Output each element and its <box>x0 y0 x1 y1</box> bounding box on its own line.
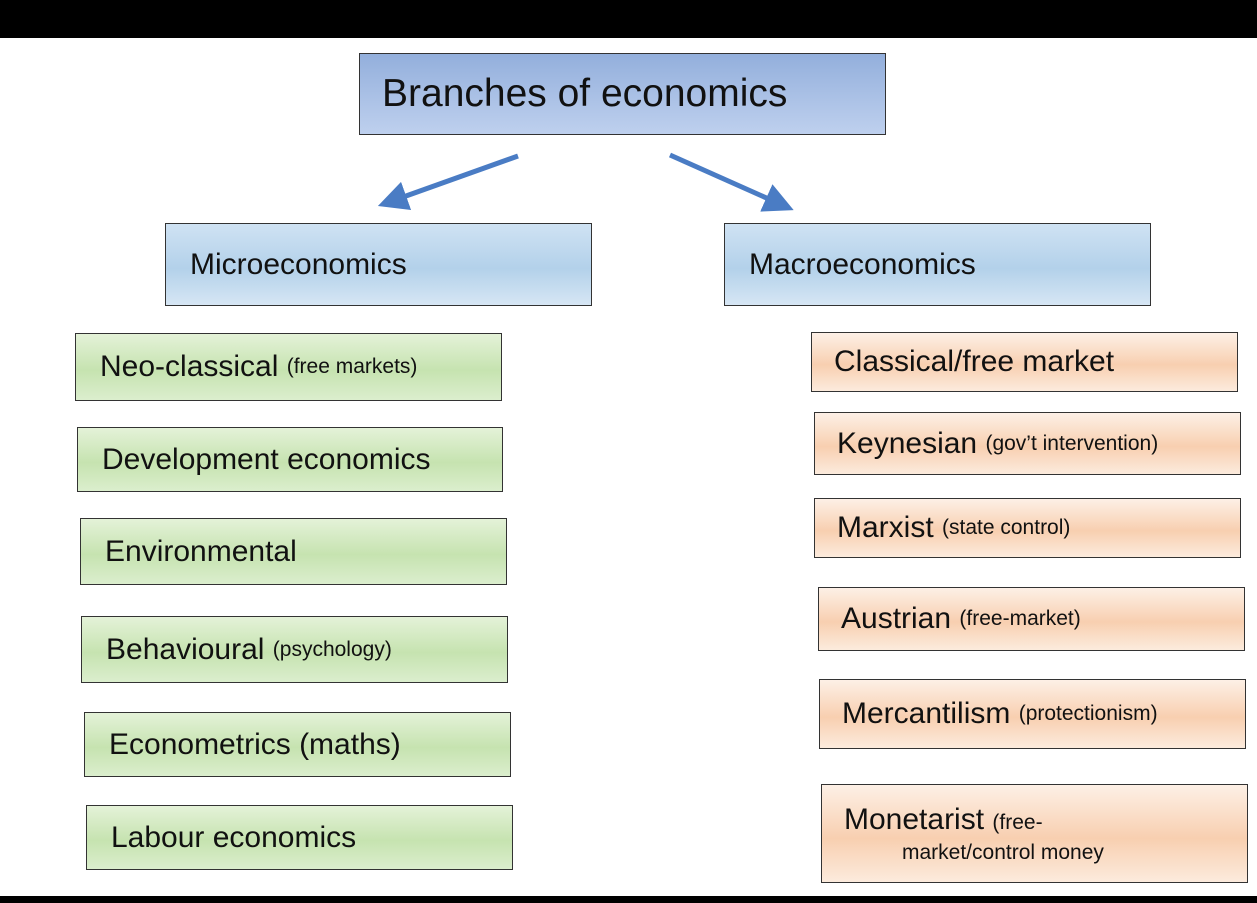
title: Branches of economics <box>382 72 788 115</box>
item-main: Labour economics <box>111 820 357 854</box>
item-main: Environmental <box>105 534 297 568</box>
top-black-bar <box>0 0 1257 38</box>
macro-item: Marxist (state control) <box>814 498 1241 558</box>
macroeconomics-box: Macroeconomics <box>724 223 1151 306</box>
bottom-black-bar <box>0 896 1257 903</box>
item-note: (protectionism) <box>1018 702 1158 725</box>
item-main: Development economics <box>102 442 431 476</box>
item-main: Keynesian <box>837 426 978 460</box>
micro-item: Neo-classical (free markets) <box>75 333 502 401</box>
item-note-line2: market/control money <box>902 840 1104 864</box>
arrow-to-macro <box>668 152 794 212</box>
item-main: Mercantilism <box>842 697 1011 730</box>
macro-item: Mercantilism (protectionism) <box>819 679 1246 749</box>
micro-item: Development economics <box>77 427 503 492</box>
micro-item: Econometrics (maths) <box>84 712 511 777</box>
micro-item: Environmental <box>80 518 507 585</box>
micro-item: Behavioural (psychology) <box>81 616 508 683</box>
item-note: (free-market) <box>959 607 1081 630</box>
item-main: Econometrics (maths) <box>109 727 401 761</box>
macro-item: Keynesian (gov’t intervention) <box>814 412 1241 475</box>
macro-heading: Macroeconomics <box>749 247 976 281</box>
item-main: Neo-classical <box>100 350 279 383</box>
micro-heading: Microeconomics <box>190 247 407 281</box>
item-note: (free- <box>992 810 1043 834</box>
item-note: (gov’t intervention) <box>985 431 1159 455</box>
macro-item: Classical/free market <box>811 332 1238 392</box>
item-main: Monetarist <box>844 802 985 836</box>
item-main: Austrian <box>841 602 952 635</box>
item-note: (free markets) <box>286 355 418 378</box>
item-main: Marxist <box>837 511 934 544</box>
item-note: (psychology) <box>272 637 392 661</box>
title-box: Branches of economics <box>359 53 886 135</box>
macro-item: Austrian (free-market) <box>818 587 1245 651</box>
macro-item: Monetarist (free- market/control money <box>821 784 1248 883</box>
item-main: Behavioural <box>106 632 265 666</box>
microeconomics-box: Microeconomics <box>165 223 592 306</box>
item-main: Classical/free market <box>834 345 1115 378</box>
micro-item: Labour economics <box>86 805 513 870</box>
item-note: (state control) <box>942 516 1071 539</box>
arrow-to-micro <box>377 153 519 211</box>
